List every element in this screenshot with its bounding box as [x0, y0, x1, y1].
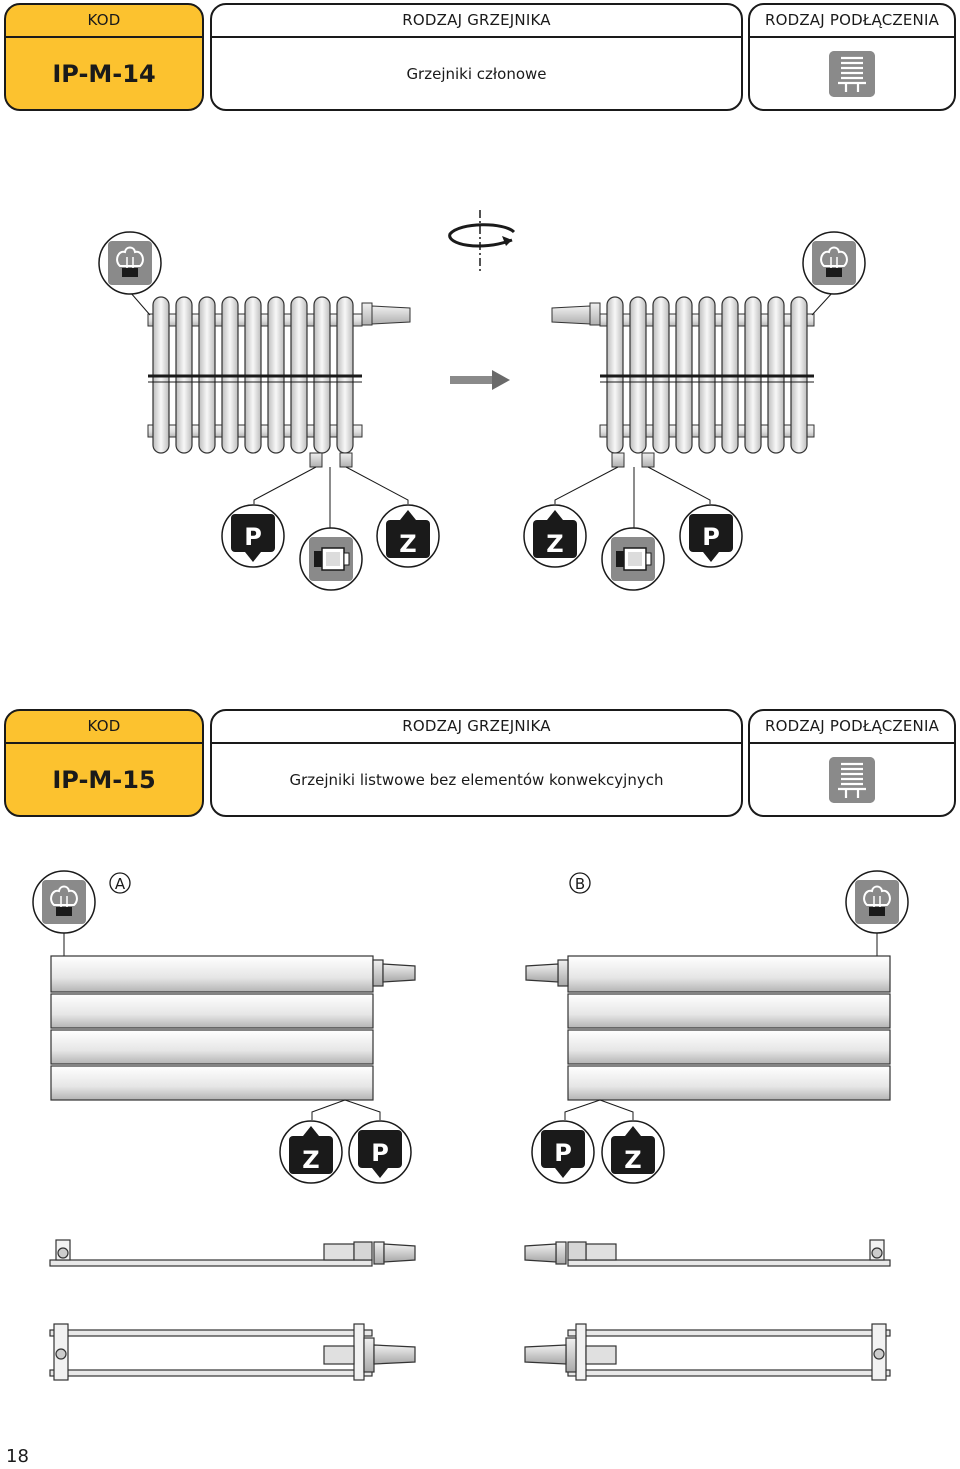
connection-type-label: RODZAJ PODŁĄCZENIA: [750, 5, 954, 38]
air-vent-icon: [98, 231, 162, 295]
svg-text:A: A: [115, 875, 126, 893]
panel-radiator-b: [525, 955, 891, 1101]
page-number: 18: [6, 1446, 29, 1467]
air-vent-icon: [32, 870, 96, 934]
lockshield-valve-icon: [601, 527, 665, 591]
supply-letter: Z: [399, 530, 416, 558]
radiator-connection-icon: [829, 756, 875, 803]
radiator-type-label: RODZAJ GRZEJNIKA: [212, 711, 741, 744]
return-letter: P: [554, 1139, 572, 1167]
radiator-type-box-2: RODZAJ GRZEJNIKA Grzejniki listwowe bez …: [210, 709, 743, 817]
return-letter: P: [702, 523, 720, 551]
supply-letter: Z: [302, 1146, 319, 1174]
radiator-connection-icon: [829, 50, 875, 97]
kod-value: IP-M-14: [52, 59, 156, 88]
kod-box-1: KOD IP-M-14: [4, 3, 204, 111]
radiator-type-box-1: RODZAJ GRZEJNIKA Grzejniki członowe: [210, 3, 743, 111]
radiator-left: [147, 296, 411, 468]
kod-value: IP-M-15: [52, 765, 156, 794]
variant-a-label: A: [109, 872, 131, 894]
kod-label: KOD: [6, 5, 202, 38]
radiator-type-value: Grzejniki członowe: [406, 64, 547, 83]
connection-type-box-1: RODZAJ PODŁĄCZENIA: [748, 3, 956, 111]
svg-text:B: B: [575, 875, 585, 893]
variant-b-label: B: [569, 872, 591, 894]
return-letter: P: [371, 1139, 389, 1167]
panel-radiator-a: [50, 955, 416, 1101]
return-badge: P: [531, 1120, 595, 1184]
top-view-a-single: [49, 1239, 416, 1267]
lockshield-valve-icon: [299, 527, 363, 591]
supply-badge: Z: [601, 1120, 665, 1184]
top-view-b-single: [524, 1239, 891, 1267]
kod-box-2: KOD IP-M-15: [4, 709, 204, 817]
air-vent-icon: [845, 870, 909, 934]
arrow-right-icon: [450, 370, 510, 390]
supply-badge: Z: [376, 504, 440, 568]
kod-label: KOD: [6, 711, 202, 744]
connection-type-label: RODZAJ PODŁĄCZENIA: [750, 711, 954, 744]
supply-letter: Z: [624, 1146, 641, 1174]
radiator-right: [551, 296, 815, 468]
sectional-radiator-illustration: P Z Z P: [98, 210, 866, 591]
top-view-b-double: [524, 1323, 891, 1381]
radiator-type-value: Grzejniki listwowe bez elementów konwekc…: [289, 770, 664, 789]
radiator-type-label: RODZAJ GRZEJNIKA: [212, 5, 741, 38]
return-badge: P: [679, 504, 743, 568]
supply-badge: Z: [279, 1120, 343, 1184]
panel-radiator-illustration: A B Z P P: [32, 870, 909, 1381]
return-letter: P: [244, 523, 262, 551]
supply-badge: Z: [523, 504, 587, 568]
return-badge: P: [348, 1120, 412, 1184]
air-vent-icon: [802, 231, 866, 295]
connection-type-box-2: RODZAJ PODŁĄCZENIA: [748, 709, 956, 817]
rotate-icon: [448, 210, 516, 272]
return-badge: P: [221, 504, 285, 568]
supply-letter: Z: [546, 530, 563, 558]
top-view-a-double: [49, 1323, 416, 1381]
